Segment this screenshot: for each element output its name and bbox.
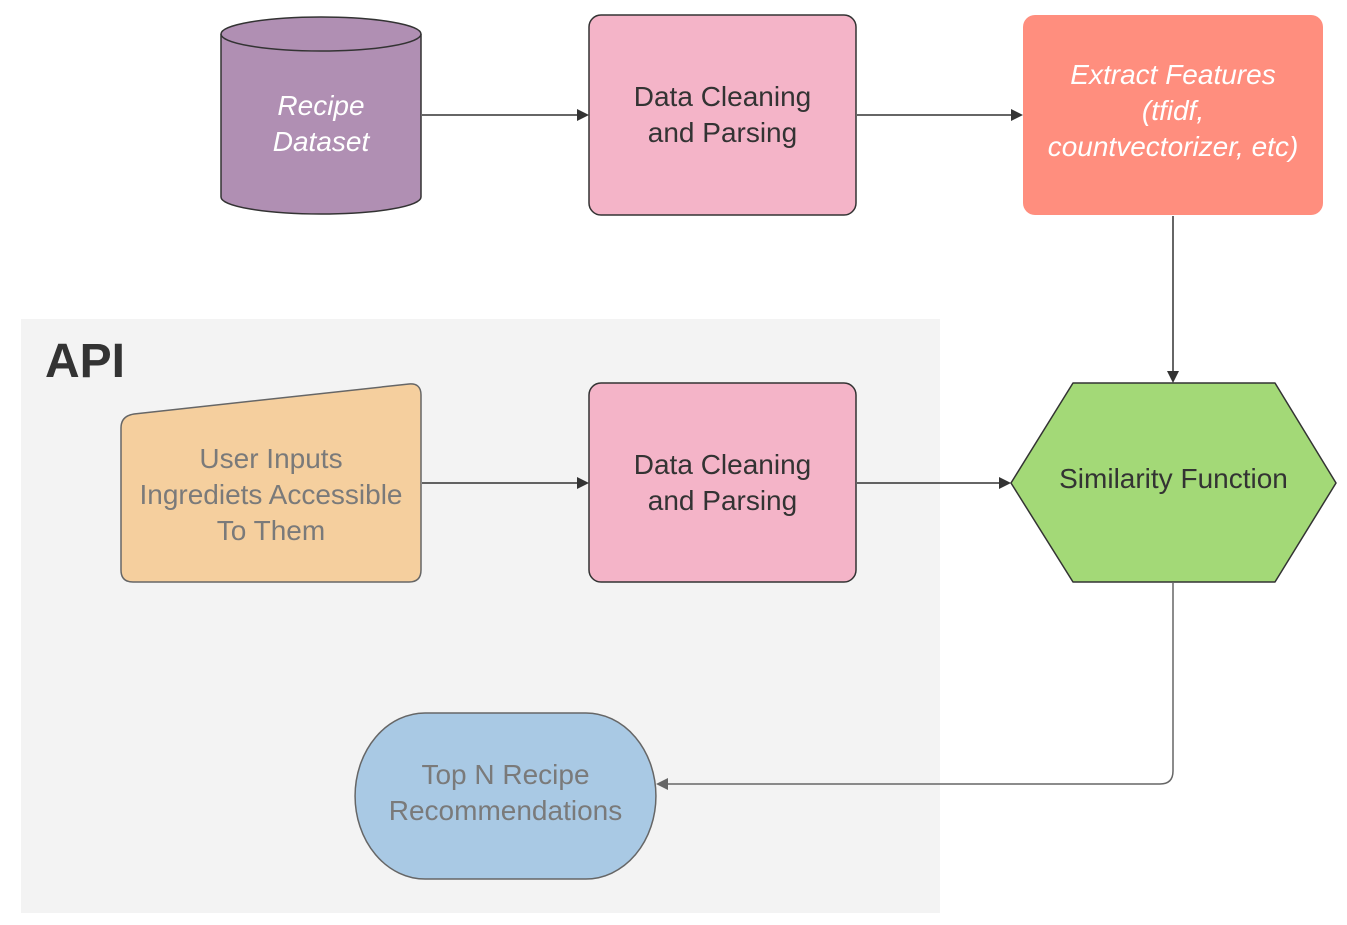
arrow-similarity-to-recommendations xyxy=(656,583,1174,790)
data-cleaning-api-label: Data Cleaning and Parsing xyxy=(633,448,812,516)
recommendations-label: Top N Recipe Recommendations xyxy=(388,759,623,826)
recommendations-node xyxy=(354,712,657,880)
similarity-function-label: Similarity Function xyxy=(1059,463,1288,494)
recipe-dataset-node xyxy=(220,16,422,215)
data-cleaning-api-node xyxy=(588,382,857,583)
extract-features-node xyxy=(1023,15,1323,215)
data-cleaning-top-node xyxy=(588,14,857,216)
user-input-node xyxy=(120,383,422,583)
similarity-function-node xyxy=(1010,382,1337,583)
api-section-title: API xyxy=(45,335,126,388)
extract-features-label: Extract Features (tfidf, countvectorizer… xyxy=(1047,59,1299,162)
recipe-dataset-label: Recipe Dataset xyxy=(272,90,370,157)
data-cleaning-top-label: Data Cleaning and Parsing xyxy=(633,81,812,148)
user-input-label: User Inputs Ingrediets Accessible To The… xyxy=(139,443,403,546)
